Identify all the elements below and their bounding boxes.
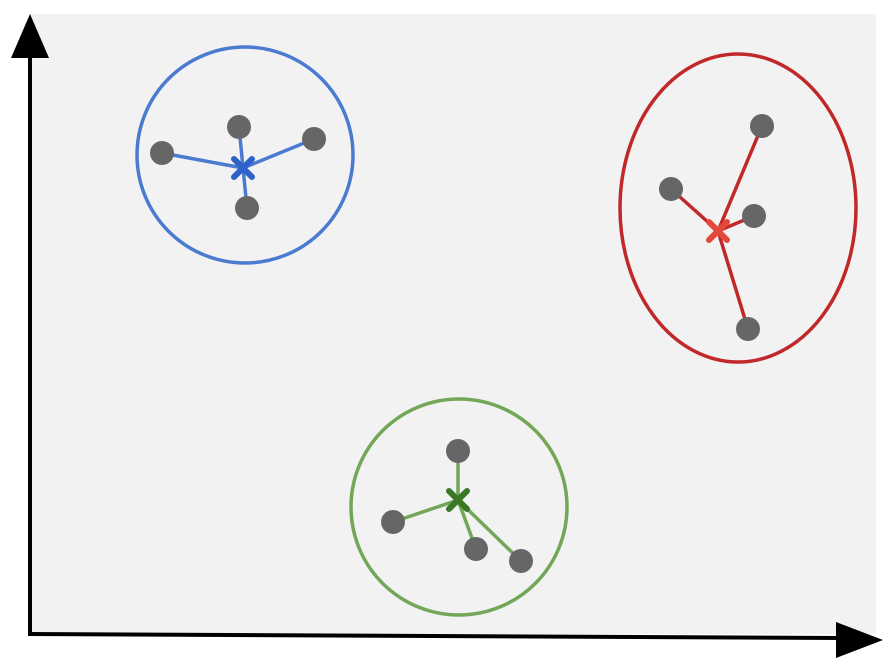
centroid-stroke xyxy=(706,219,730,243)
cluster-blue xyxy=(135,45,355,265)
centroid-link xyxy=(716,124,764,233)
centroid-marker-red xyxy=(706,219,730,243)
centroid-link xyxy=(241,137,316,170)
data-point xyxy=(446,439,470,463)
x-axis xyxy=(27,632,843,640)
centroid-marker-green xyxy=(446,488,470,512)
data-point xyxy=(659,177,683,201)
centroid-link xyxy=(716,229,750,331)
x-axis-arrow-icon xyxy=(836,622,883,658)
data-point xyxy=(302,127,326,151)
centroid-link xyxy=(160,151,245,170)
cluster-green xyxy=(349,397,569,617)
data-point xyxy=(150,141,174,165)
data-point xyxy=(235,196,259,220)
cluster-boundary-green xyxy=(349,397,569,617)
cluster-boundary-red xyxy=(618,52,858,364)
data-point xyxy=(736,317,760,341)
y-axis-arrow-icon xyxy=(11,14,49,58)
data-point xyxy=(742,204,766,228)
data-point xyxy=(227,115,251,139)
centroid-marker-blue xyxy=(231,156,255,180)
data-point xyxy=(750,114,774,138)
data-point xyxy=(509,549,533,573)
axes xyxy=(11,14,883,658)
centroid-stroke xyxy=(446,488,470,512)
centroid-stroke xyxy=(231,156,255,180)
cluster-boundary-blue xyxy=(135,45,355,265)
plot-area-background xyxy=(30,14,876,634)
data-point xyxy=(381,510,405,534)
data-point xyxy=(464,537,488,561)
cluster-red xyxy=(618,52,858,364)
